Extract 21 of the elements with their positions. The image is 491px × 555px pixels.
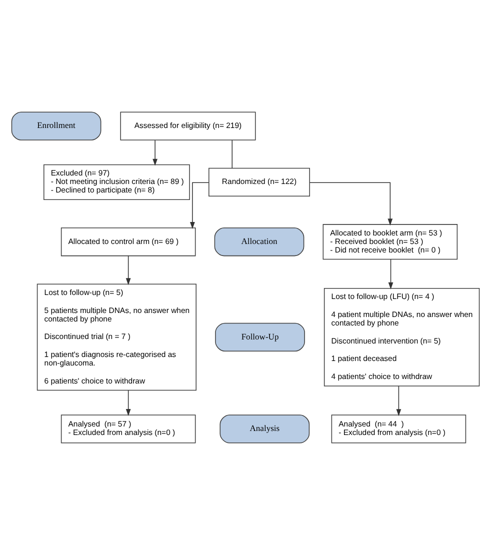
node-box: Allocated to booklet arm (n= 53 ) - Received booklet (n= 53 ) - Did not receive booklet (n= 0 ): [322, 224, 458, 260]
arrow: [309, 182, 393, 226]
arrow: [388, 258, 394, 290]
node-box: Assessed for eligibility (n= 219): [120, 112, 256, 140]
node-box: Lost to follow-up (LFU) (n= 4 ) 4 patient multiple DNAs, no answer when contacted by phone Discontinued intervention (n= 5) 1 patient deceased 4 patients' choice to withdraw: [324, 288, 480, 386]
node-box: Allocated to control arm (n= 69 ): [60, 228, 196, 256]
node-box: Lost to follow-up (n= 5) 5 patients multiple DNAs, no answer when contacted by phone Discontinued trial (n = 7 ) 1 patient's diagnosis re-categorised as non-glaucoma. 6 patients' choice to withdraw: [36, 284, 196, 391]
node-box: Analysed (n= 44 ) - Excluded from analysis (n=0 ): [331, 414, 466, 444]
node-box: Follow-Up: [215, 322, 305, 352]
arrow: [396, 386, 402, 416]
connector: [232, 140, 233, 169]
node-box: Excluded (n= 97) - Not meeting inclusion criteria (n= 89 ) - Declined to participate (n= 8): [44, 164, 190, 200]
node-box: Analysis: [220, 414, 310, 444]
node-box: Analysed (n= 57 ) - Excluded from analysis (n=0 ): [60, 414, 196, 444]
arrow: [126, 390, 131, 416]
node-box: Randomized (n= 122): [208, 168, 310, 197]
arrow: [126, 256, 131, 286]
arrow: [190, 182, 209, 229]
node-box: Enrollment: [11, 112, 102, 140]
node-box: Allocation: [214, 228, 304, 256]
arrow: [152, 140, 158, 166]
